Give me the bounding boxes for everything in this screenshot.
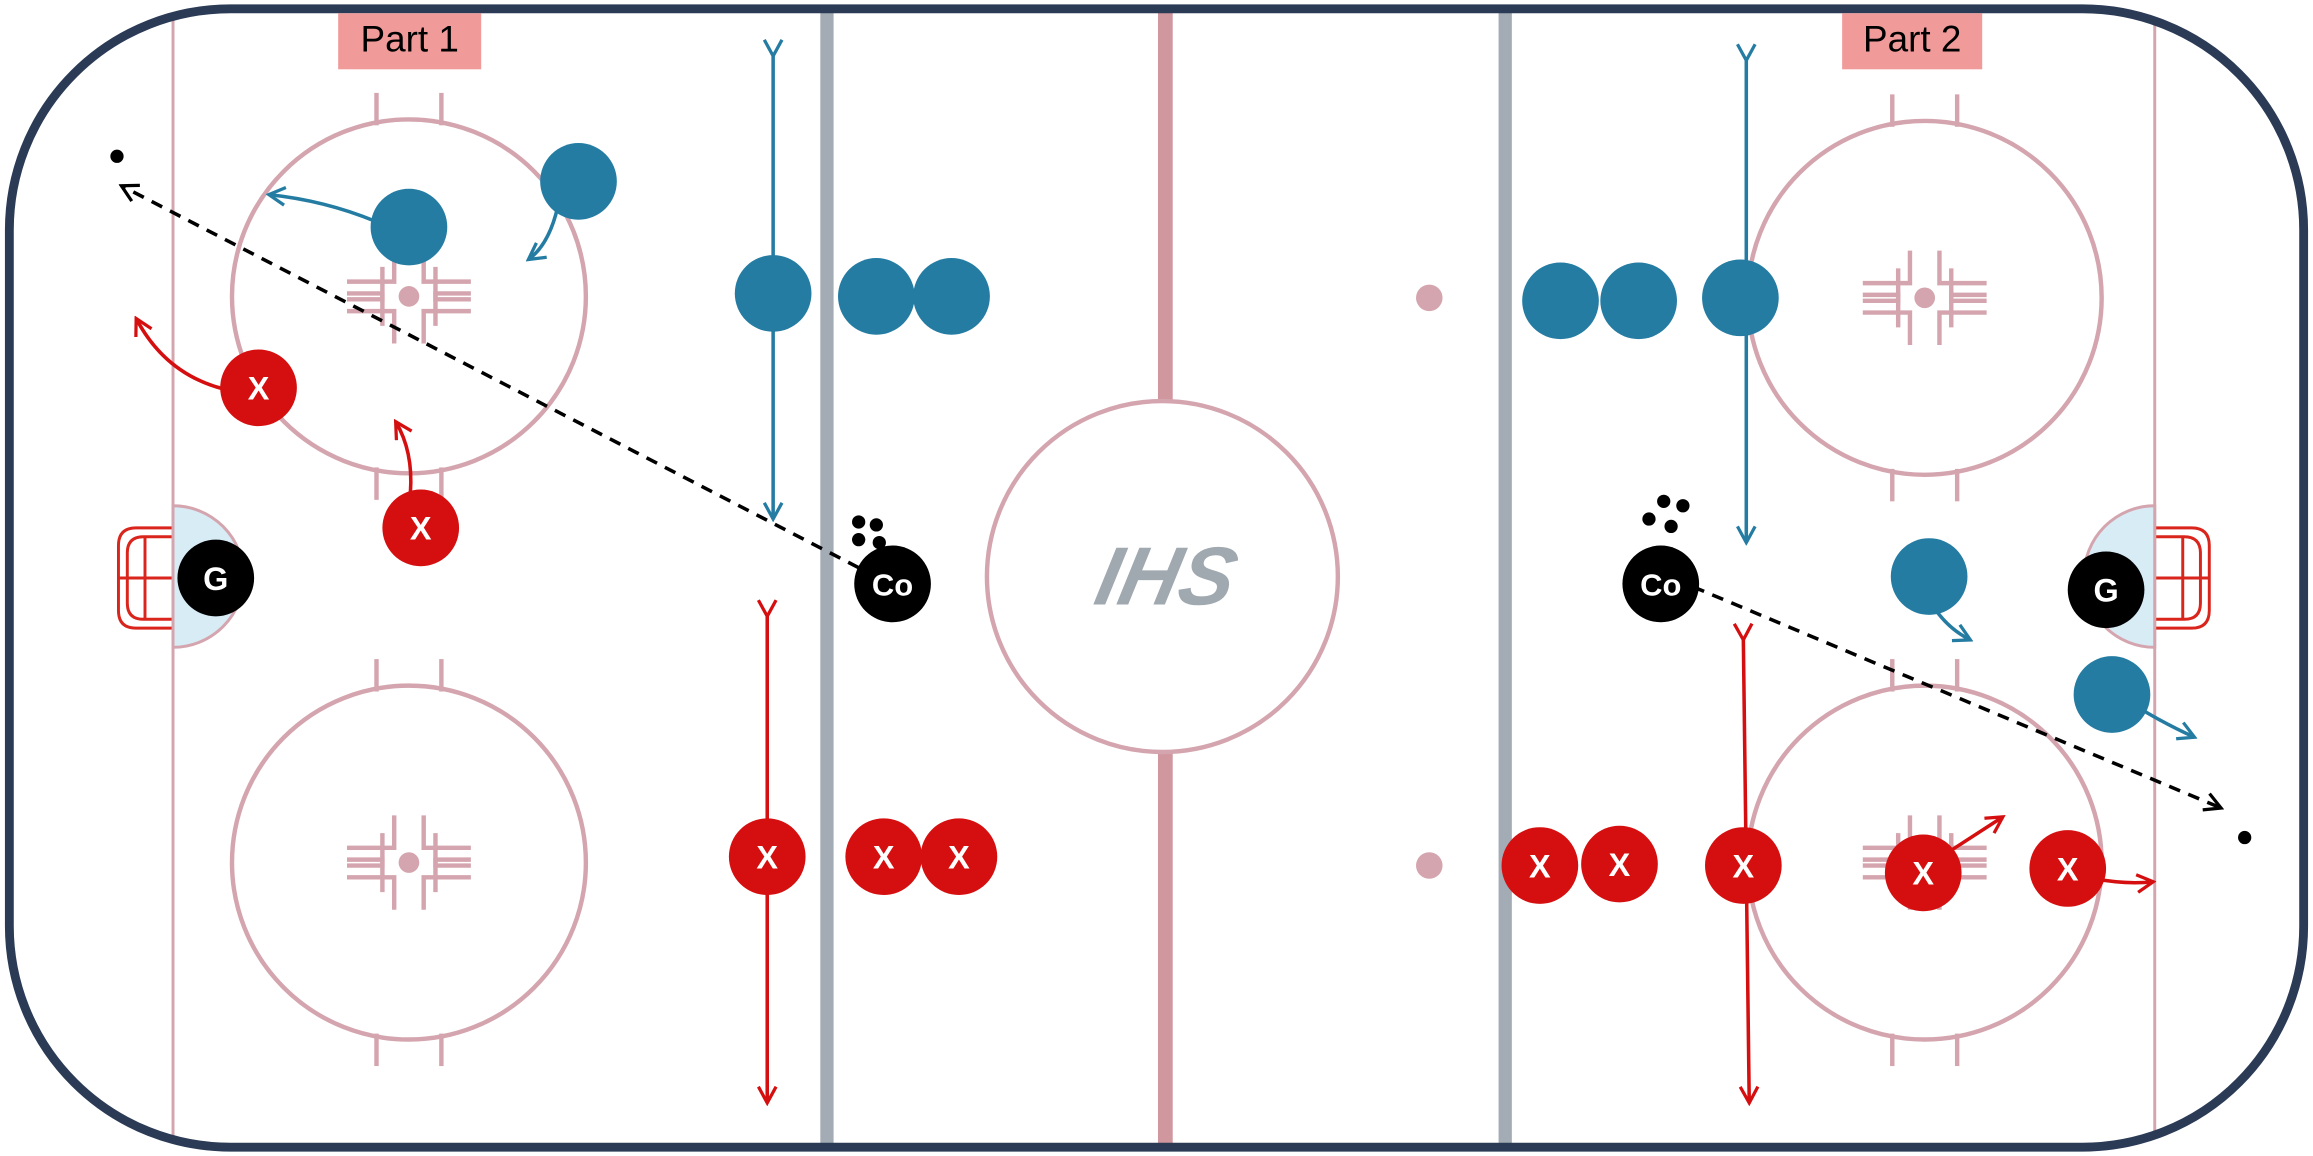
red-player: X [728, 818, 806, 896]
blue-line-left [820, 8, 834, 1148]
blue-player [734, 255, 812, 332]
blue-path [269, 195, 376, 223]
puck [1676, 499, 1690, 513]
player-mark: X [1609, 847, 1631, 883]
part-1-label: Part 1 [338, 13, 482, 70]
part-2-label: Part 2 [1842, 13, 1983, 70]
goalie-player: G [2067, 551, 2145, 629]
blue-player [370, 188, 448, 266]
player-mark: G [2093, 573, 2118, 609]
red-player: X [1581, 825, 1658, 903]
player-mark: X [1733, 848, 1755, 884]
puck [869, 518, 883, 532]
blue-player [913, 258, 990, 335]
red-player: X [382, 489, 460, 567]
pucks [110, 149, 2252, 845]
red-player: X [1705, 827, 1782, 904]
player-mark: X [948, 839, 970, 875]
goalie-player: G [177, 539, 255, 617]
red-player: X [1501, 827, 1579, 904]
puck [872, 535, 886, 550]
rink-boards [4, 4, 2309, 1152]
player-mark: X [248, 371, 270, 407]
player-mark: X [756, 839, 778, 875]
blue-player [1522, 262, 1599, 340]
puck [1657, 494, 1671, 508]
blue-player [2073, 656, 2151, 733]
neutral-dot [1416, 284, 1443, 312]
net-left [116, 526, 172, 630]
red-path [136, 318, 226, 391]
player-mark: Co [1640, 568, 1681, 603]
neutral-dot [1416, 852, 1443, 879]
blue-player [1600, 262, 1677, 340]
faceoff-circle [229, 659, 589, 1067]
red-path [1951, 817, 2003, 851]
red-player: X [2029, 830, 2107, 907]
puck [1642, 512, 1656, 526]
puck [852, 533, 866, 547]
blue-player [838, 258, 915, 335]
coach-player: Co [854, 545, 931, 623]
faceoff-circle [229, 92, 589, 500]
player-mark: X [410, 511, 432, 547]
blue-player [1702, 259, 1779, 337]
player-mark: X [2057, 851, 2079, 887]
coach-player: Co [1622, 545, 1700, 623]
svg-text:Part 1: Part 1 [360, 19, 458, 60]
pass-path [121, 186, 860, 570]
red-player: X [1884, 834, 1962, 912]
blue-player [540, 143, 617, 220]
red-player: X [220, 349, 297, 427]
player-mark: X [1529, 848, 1551, 884]
red-path [396, 422, 413, 493]
blue-player [1890, 538, 1968, 615]
player-mark: X [1912, 856, 1934, 892]
center-circle [984, 398, 1341, 755]
center-ice-logo: IHS [1088, 529, 1245, 622]
puck [1664, 519, 1678, 534]
puck [110, 149, 124, 163]
svg-text:Part 2: Part 2 [1863, 19, 1961, 60]
net-right [2156, 526, 2211, 630]
pass-path [1692, 585, 2221, 808]
player-mark: X [873, 839, 895, 875]
red-player: X [920, 818, 998, 896]
puck [2238, 830, 2252, 845]
puck [852, 515, 866, 529]
player-mark: Co [872, 568, 913, 603]
blue-path [528, 206, 560, 259]
player-mark: G [203, 561, 228, 597]
blue-line-right [1498, 8, 1512, 1148]
red-player: X [845, 818, 923, 896]
